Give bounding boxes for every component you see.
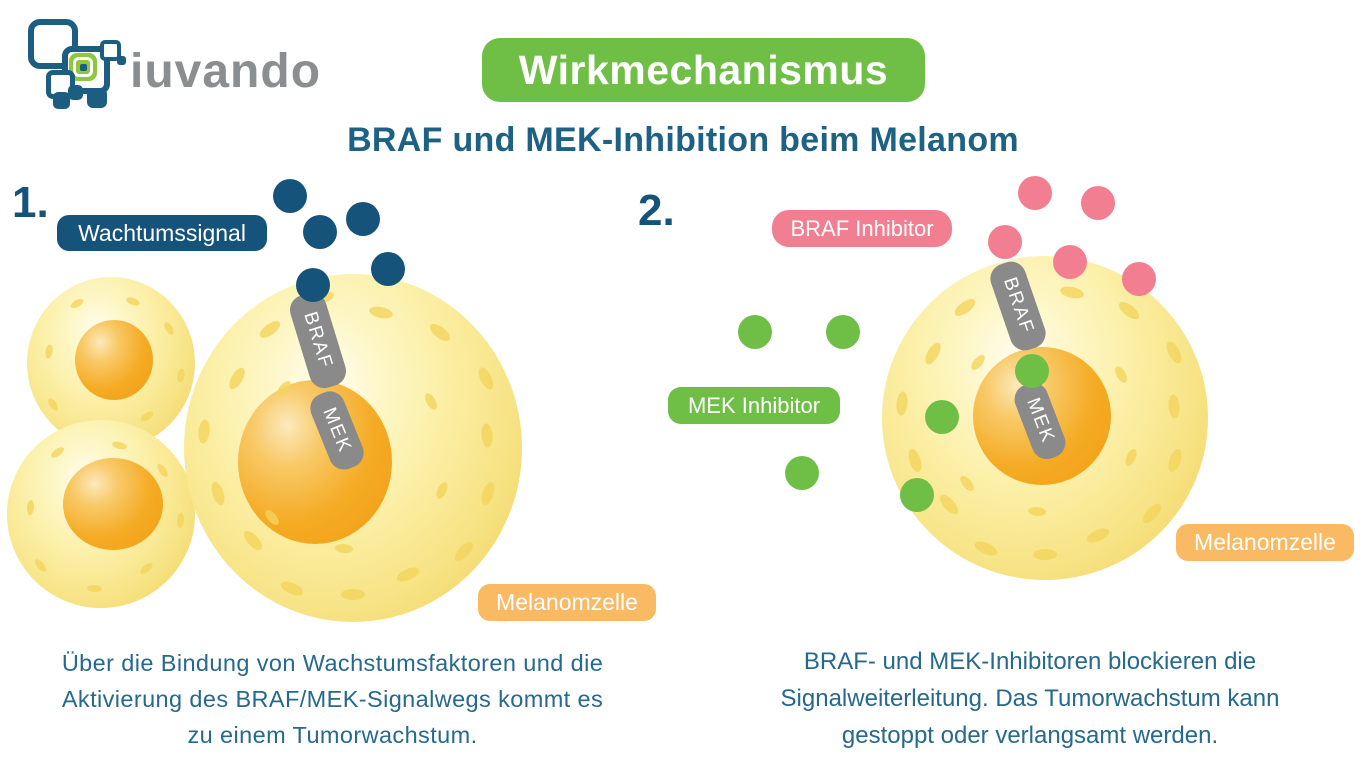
cell-speckle — [968, 352, 988, 373]
cell-speckle — [176, 368, 186, 384]
cell-speckle — [1033, 548, 1057, 560]
braf-inhibitor-molecule-dot — [1053, 245, 1087, 279]
logo-square-green-inner-ring — [73, 57, 93, 77]
cell-speckle — [1163, 339, 1184, 367]
cell-speckle — [69, 296, 86, 310]
melanoma-cell-label-left: Melanomzelle — [478, 584, 656, 621]
cell-speckle — [1116, 299, 1143, 323]
cell-speckle — [1166, 446, 1185, 474]
cell-speckle — [155, 462, 170, 480]
growth-signal-molecule-dot — [371, 252, 405, 286]
cell-nucleus — [75, 320, 153, 400]
cell-speckle — [368, 304, 394, 321]
cell-speckle — [394, 564, 421, 585]
cell-speckle — [1027, 506, 1047, 517]
mek-inhibitor-molecule-dot — [1015, 354, 1049, 388]
logo-square-dot — [117, 56, 126, 65]
growth-signal-molecule-dot — [303, 215, 337, 249]
iuvando-logo-icon — [24, 12, 154, 117]
cell-speckle — [225, 365, 248, 392]
growth-signal-label: Wachtumssignal — [57, 215, 267, 251]
mek-inhibitor-molecule-dot — [738, 315, 772, 349]
page-subtitle: BRAF und MEK-Inhibition beim Melanom — [347, 121, 1019, 159]
cell-speckle — [894, 390, 909, 416]
cell-speckle — [124, 296, 141, 308]
cell-speckle — [278, 578, 306, 599]
cell-speckle — [209, 480, 227, 507]
cell-speckle — [1112, 364, 1129, 385]
cell-speckle — [452, 538, 477, 564]
cell-speckle — [1122, 447, 1139, 468]
cell-speckle — [936, 491, 961, 517]
cell-speckle — [1084, 525, 1111, 546]
cell-speckle — [480, 423, 494, 449]
cell-speckle — [427, 321, 454, 345]
logo-square-outline-small — [100, 40, 121, 61]
cell-speckle — [197, 419, 211, 445]
title-banner: Wirkmechanismus — [482, 38, 925, 102]
mek-inhibitor-molecule-dot — [826, 315, 860, 349]
logo-square-green — [69, 53, 97, 81]
cell-speckle — [479, 480, 497, 507]
cell-speckle — [422, 391, 440, 412]
melanoma-cell-small-top — [27, 277, 195, 449]
mek-inhibitor-molecule-dot — [925, 400, 959, 434]
cell-speckle — [1059, 284, 1085, 300]
cell-speckle — [905, 446, 924, 474]
cell-speckle — [45, 396, 60, 413]
braf-inhibitor-molecule-dot — [988, 225, 1022, 259]
logo-square-filled-bottom-right — [87, 88, 107, 108]
cell-speckle — [32, 557, 48, 574]
cell-speckle — [241, 527, 266, 554]
cell-nucleus — [63, 458, 163, 550]
cell-speckle — [922, 340, 944, 367]
logo-square-filled-bottom-left — [53, 92, 70, 109]
cell-speckle — [1140, 501, 1165, 527]
braf-inhibitor-molecule-dot — [1018, 176, 1052, 210]
cell-speckle — [86, 584, 103, 594]
cell-speckle — [26, 500, 35, 516]
step1-caption: Über die Bindung von Wachstumsfaktoren u… — [61, 650, 604, 748]
growth-signal-molecule-dot — [346, 202, 380, 236]
brand-wordmark: iuvando — [130, 45, 322, 98]
braf-inhibitor-molecule-dot — [1122, 262, 1156, 296]
logo-square-green-center-dot — [79, 63, 87, 71]
cell-speckle — [256, 318, 283, 342]
melanoma-cell-small-bottom — [7, 420, 195, 608]
cell-speckle — [341, 588, 365, 600]
cell-speckle — [951, 296, 978, 320]
growth-signal-molecule-dot — [296, 268, 330, 302]
cell-speckle — [138, 560, 155, 576]
cell-speckle — [973, 539, 1000, 559]
iuvando-logo: iuvando — [24, 12, 324, 117]
cell-speckle — [475, 364, 497, 392]
cell-speckle — [957, 473, 977, 493]
cell-speckle — [162, 320, 176, 337]
step2-number: 2. — [638, 186, 675, 235]
cell-speckle — [43, 344, 54, 360]
braf-inhibitor-molecule-dot — [1081, 186, 1115, 220]
growth-signal-molecule-dot — [273, 179, 307, 213]
cell-speckle — [111, 440, 128, 451]
mek-inhibitor-molecule-dot — [900, 478, 934, 512]
logo-square-filled-mid — [68, 85, 83, 100]
step1-number: 1. — [12, 178, 49, 227]
mek-inhibitor-molecule-dot — [785, 456, 819, 490]
cell-speckle — [433, 480, 450, 501]
cell-speckle — [335, 543, 354, 554]
cell-speckle — [139, 409, 156, 424]
mek-inhibitor-label: MEK Inhibitor — [668, 387, 840, 424]
cell-speckle — [49, 445, 67, 460]
logo-square-outline-large — [28, 19, 78, 69]
cell-speckle — [1167, 394, 1181, 420]
cell-speckle — [175, 513, 185, 529]
braf-inhibitor-label: BRAF Inhibitor — [772, 210, 952, 247]
melanoma-cell-label-right: Melanomzelle — [1176, 524, 1354, 561]
step2-caption: BRAF- und MEK-Inhibitoren blockieren die… — [780, 648, 1280, 749]
